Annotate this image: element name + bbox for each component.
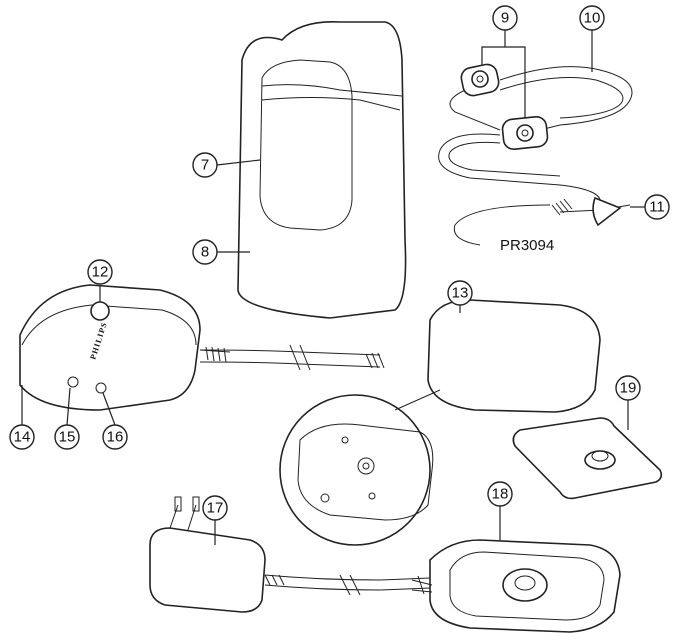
svg-text:16: 16: [107, 429, 124, 446]
callout-10: 10: [579, 5, 605, 31]
svg-text:8: 8: [201, 244, 209, 261]
svg-text:9: 9: [501, 10, 509, 27]
callout-15: 15: [54, 424, 80, 450]
callout-12: 12: [87, 259, 113, 285]
electrode-cable-drawing: [438, 63, 633, 246]
adapter-drawing: [149, 496, 431, 613]
svg-text:7: 7: [201, 157, 209, 174]
callout-14: 14: [9, 424, 35, 450]
svg-text:15: 15: [59, 429, 76, 446]
callout-18: 18: [487, 481, 513, 507]
callout-19: 19: [615, 375, 641, 401]
svg-text:10: 10: [584, 10, 601, 27]
docking-station-drawing: [411, 539, 621, 633]
callout-17: 17: [202, 495, 228, 521]
leader-lines: [21, 30, 645, 545]
callout-7: 7: [192, 152, 218, 178]
model-label: PR3094: [500, 237, 554, 254]
callout-16: 16: [102, 424, 128, 450]
callout-13: 13: [447, 280, 473, 306]
spare-pad-drawing: [512, 417, 663, 500]
svg-text:13: 13: [452, 285, 469, 302]
control-unit-drawing: PHILIPS: [19, 284, 601, 413]
svg-text:12: 12: [92, 264, 109, 281]
svg-text:17: 17: [207, 500, 224, 517]
svg-text:19: 19: [620, 380, 637, 397]
svg-text:14: 14: [14, 429, 31, 446]
zoom-detail-drawing: [279, 389, 441, 546]
pouch-drawing: [237, 21, 407, 319]
callout-11: 11: [644, 194, 670, 220]
svg-text:11: 11: [649, 199, 665, 216]
callout-8: 8: [192, 239, 218, 265]
svg-text:18: 18: [492, 486, 509, 503]
callout-9: 9: [492, 5, 518, 31]
